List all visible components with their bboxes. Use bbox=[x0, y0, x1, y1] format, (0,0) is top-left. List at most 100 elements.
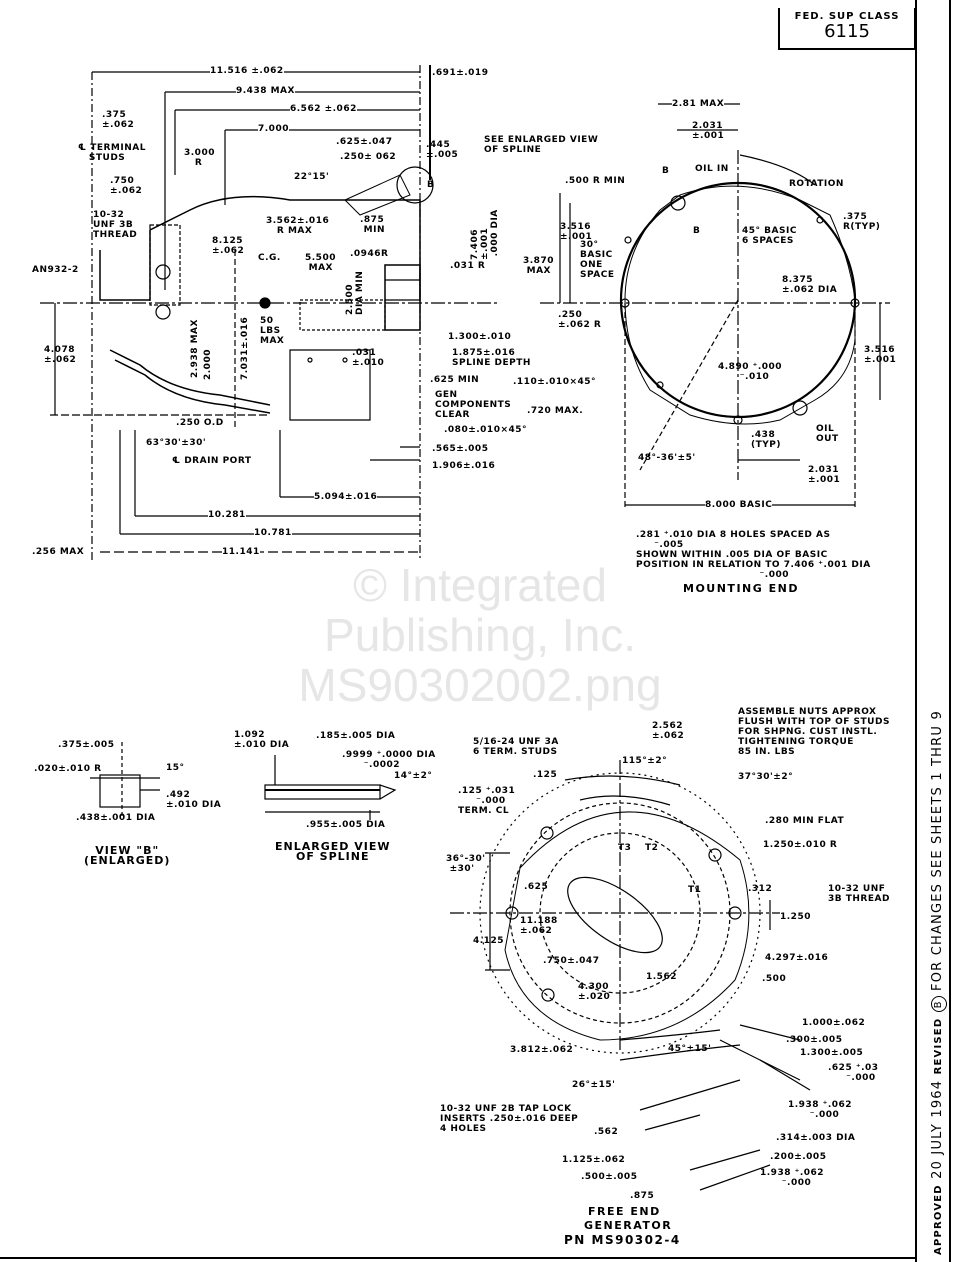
revision-letter: B bbox=[933, 1000, 944, 1009]
side-view-geometry bbox=[40, 65, 500, 560]
dim-radius-3562: 3.562±.016 R MAX bbox=[266, 216, 330, 236]
dim-375-r-typ: .375 R(TYP) bbox=[843, 212, 881, 232]
dim-overall-length: 11.516 ±.062 bbox=[210, 66, 284, 76]
dim-750: .750 ±.062 bbox=[110, 176, 143, 196]
see-spline-note: SEE ENLARGED VIEW OF SPLINE bbox=[484, 135, 599, 155]
dim-dia-1092: 1.092 ±.010 DIA bbox=[234, 730, 290, 750]
part-number: PN MS90302-4 bbox=[564, 1233, 681, 1247]
dim-dia-7406: 7.406 ±.001 .000 DIA bbox=[470, 209, 500, 260]
dim-dia-314: .314±.003 DIA bbox=[776, 1133, 856, 1143]
terminal-centerline: .125 ⁺.031 ⁻.000 TERM. CL bbox=[458, 786, 516, 816]
gen-components-clear: GEN COMPONENTS CLEAR bbox=[435, 390, 512, 420]
changes-note: FOR CHANGES SEE SHEETS 1 THRU 9 bbox=[930, 710, 945, 991]
dim-radius-3000: 3.000 R bbox=[184, 148, 215, 168]
weight-label: 50 LBS MAX bbox=[260, 316, 285, 346]
dim-250-062: .250± 062 bbox=[340, 152, 397, 162]
dim-445: .445 ±.005 bbox=[426, 140, 459, 160]
dim-2938: 2.938 MAX bbox=[190, 319, 200, 378]
dim-125: .125 bbox=[533, 770, 558, 780]
dim-875-min: .875 MIN bbox=[360, 215, 385, 235]
an932-label: AN932-2 bbox=[32, 265, 79, 275]
dim-0946r: .0946R bbox=[350, 249, 389, 259]
spline-view-geometry bbox=[264, 755, 397, 820]
dim-500: .500 bbox=[762, 974, 787, 984]
terminal-t2: T2 bbox=[645, 843, 659, 853]
flat-280-min: .280 MIN FLAT bbox=[765, 816, 845, 826]
dim-5094: 5.094±.016 bbox=[314, 492, 378, 502]
generator-subtitle: GENERATOR bbox=[584, 1219, 673, 1232]
dim-4297: 4.297±.016 bbox=[765, 953, 829, 963]
dim-200: .200±.005 bbox=[770, 1152, 827, 1162]
class-header: FED. SUP CLASS bbox=[794, 11, 900, 22]
dim-3870-max: 3.870 MAX bbox=[523, 256, 554, 276]
dim-1875-spline-depth: 1.875±.016 SPLINE DEPTH bbox=[452, 348, 531, 368]
angle-37-30: 37°30'±2° bbox=[738, 772, 794, 782]
tap-lock-inserts-note: 10-32 UNF 2B TAP LOCK INSERTS .250±.016 … bbox=[440, 1104, 579, 1134]
mounting-end-title: MOUNTING END bbox=[683, 582, 799, 595]
dim-1562: 1.562 bbox=[646, 972, 677, 982]
dim-625-047: .625±.047 bbox=[336, 137, 393, 147]
dim-dia-2500: 2.500 DIA MIN bbox=[345, 270, 365, 315]
dim-438-typ: .438 (TYP) bbox=[751, 430, 781, 450]
angle-22-15: 22°15' bbox=[294, 172, 330, 182]
dim-max-length: 9.438 MAX bbox=[236, 86, 295, 96]
dim-10781: 10.781 bbox=[254, 528, 292, 538]
marker-b-2: B bbox=[693, 226, 701, 236]
dim-1938-a: 1.938 ⁺.062 ⁻.000 bbox=[788, 1100, 853, 1120]
dim-1125: 1.125±.062 bbox=[562, 1155, 626, 1165]
thread-spec: 10-32 UNF 3B THREAD bbox=[828, 884, 890, 904]
chamfer-080: .080±.010×45° bbox=[444, 425, 528, 435]
chamfer-110: .110±.010×45° bbox=[513, 377, 597, 387]
dim-500-r-min: .500 R MIN bbox=[565, 176, 626, 186]
assemble-nuts-note: ASSEMBLE NUTS APPROX FLUSH WITH TOP OF S… bbox=[738, 707, 890, 757]
dim-dia-492: .492 ±.010 DIA bbox=[166, 790, 222, 810]
dim-562: .562 bbox=[594, 1127, 619, 1137]
dim-4125: 4.125 bbox=[473, 936, 504, 946]
dim-625: .625 bbox=[524, 882, 549, 892]
dim-625-03: .625 ⁺.03 ⁻.000 bbox=[828, 1063, 879, 1083]
dim-1906: 1.906±.016 bbox=[432, 461, 496, 471]
dim-4890: 4.890 ⁺.000 ⁻.010 bbox=[718, 362, 783, 382]
dim-8000-basic: 8.000 BASIC bbox=[705, 500, 773, 510]
dim-dia-955: .955±.005 DIA bbox=[306, 820, 386, 830]
approval-date: 20 JULY 1964 bbox=[930, 1079, 945, 1179]
angle-115: 115°±2° bbox=[622, 756, 668, 766]
federal-supply-class-box: FED. SUP CLASS 6115 bbox=[778, 8, 916, 50]
dim-720-max: .720 MAX. bbox=[527, 406, 584, 416]
drain-port-label: ℄ DRAIN PORT bbox=[172, 456, 252, 466]
angle-48-36: 48°-36'±5' bbox=[638, 453, 696, 463]
dim-r-1250: 1.250±.010 R bbox=[763, 840, 838, 850]
dim-031: .031 ±.010 bbox=[352, 348, 385, 368]
terminal-t1: T1 bbox=[688, 885, 702, 895]
view-b-marker: B bbox=[427, 180, 435, 190]
angle-63-30: 63°30'±30' bbox=[146, 438, 207, 448]
dim-pilot: .691±.019 bbox=[432, 68, 489, 78]
angle-14: 14°±2° bbox=[394, 771, 433, 781]
marker-b-1: B bbox=[662, 166, 670, 176]
view-b-geometry bbox=[90, 742, 160, 820]
dim-1000: 1.000±.062 bbox=[802, 1018, 866, 1028]
dim-375-005: .375±.005 bbox=[58, 740, 115, 750]
dim-020-r: .020±.010 R bbox=[34, 764, 102, 774]
dim-7000: 7.000 bbox=[258, 124, 289, 134]
dim-dia-9999: .9999 ⁺.0000 DIA ⁻.0002 bbox=[342, 750, 436, 770]
class-value: 6115 bbox=[824, 21, 870, 42]
dim-4078: 4.078 ±.062 bbox=[44, 345, 77, 365]
dim-10281: 10.281 bbox=[208, 510, 246, 520]
dim-281-max: 2.81 MAX bbox=[672, 99, 725, 109]
dim-625-min: .625 MIN bbox=[430, 375, 480, 385]
dim-dia-438: .438±.001 DIA bbox=[76, 813, 156, 823]
dim-250-od: .250 O.D bbox=[176, 418, 224, 428]
angle-15: 15° bbox=[166, 763, 185, 773]
dim-2562: 2.562 ±.062 bbox=[652, 721, 685, 741]
dim-500-005: .500±.005 bbox=[581, 1172, 638, 1182]
dim-3516-b: 3.516 ±.001 bbox=[864, 345, 897, 365]
approved-label: APPROVED bbox=[933, 1184, 944, 1255]
angle-36-30: 36°-30' ±30' bbox=[446, 854, 486, 874]
basic-30-one-space: 30° BASIC ONE SPACE bbox=[580, 240, 615, 280]
dim-375: .375 ±.062 bbox=[102, 110, 135, 130]
angle-26-15: 26°±15' bbox=[572, 1080, 616, 1090]
oil-in-label: OIL IN bbox=[695, 164, 729, 174]
revision-strip bbox=[915, 0, 951, 1262]
dim-1300-005: 1.300±.005 bbox=[800, 1048, 864, 1058]
